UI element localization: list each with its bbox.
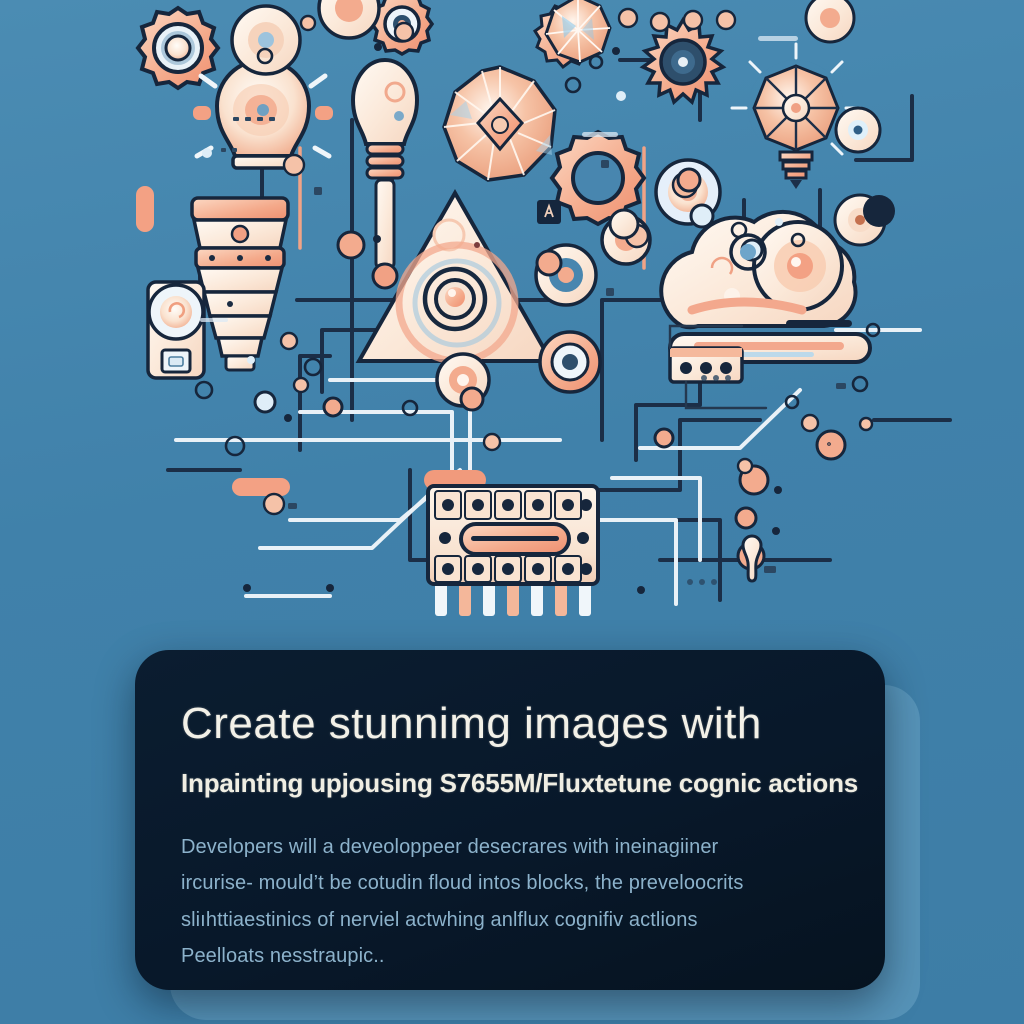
lightbulb-icon: [190, 196, 290, 372]
gear-icon: [639, 16, 727, 106]
module-icon: [146, 280, 206, 380]
page-subtitle: Inpainting upjousing S7655M/Fluxtetune c…: [181, 768, 859, 798]
gem-icon: [544, 0, 612, 64]
gear-icon: [135, 5, 221, 91]
lightbulb-icon: [193, 48, 333, 170]
microchip-icon: [426, 484, 600, 616]
ring-icon: [317, 0, 381, 40]
badge-icon: [537, 200, 561, 224]
lightbulb-icon: [350, 58, 420, 290]
ring-icon: [834, 106, 882, 154]
droplet-icon: [741, 534, 763, 583]
body-line: sliıhttiaestinics of nerviel actwhing an…: [181, 908, 698, 931]
body-copy: Developers will a deveoloppeer desecrare…: [181, 829, 839, 975]
ring-icon: [538, 330, 602, 394]
gem-icon: [442, 65, 557, 182]
content-card: Create stunnimg images with Inpainting u…: [135, 650, 885, 990]
gear-icon: [549, 129, 647, 227]
ring-icon: [804, 0, 856, 44]
body-line: ircurise- mould’t be cotudin floud intos…: [181, 872, 744, 895]
ring-icon: [230, 4, 302, 76]
body-line: Developers will a deveoloppeer desecrare…: [181, 836, 719, 858]
page-title: Create stunnimg images with: [181, 699, 762, 748]
cloud-icon: [659, 209, 872, 364]
connector-block-icon: [668, 324, 768, 410]
gem-icon: [730, 42, 862, 189]
node-group: [194, 0, 895, 594]
ring-icon: [608, 208, 640, 240]
body-line: Peelloats nesstraupic..: [181, 945, 385, 968]
